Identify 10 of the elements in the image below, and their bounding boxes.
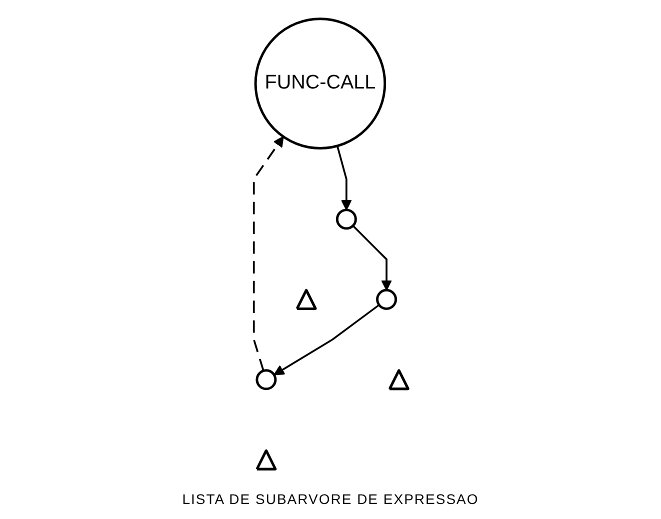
diagram: FUNC-CALL [10, 8, 650, 478]
caption-text: LISTA DE SUBARVORE DE EXPRESSAO [182, 491, 479, 507]
node-circle [254, 17, 386, 149]
arrow [336, 145, 352, 210]
arrow [252, 136, 284, 371]
arrow [273, 304, 380, 375]
node-circle [376, 288, 397, 310]
arrow [352, 224, 392, 290]
node-circle [255, 368, 276, 390]
node-circle [335, 208, 356, 230]
